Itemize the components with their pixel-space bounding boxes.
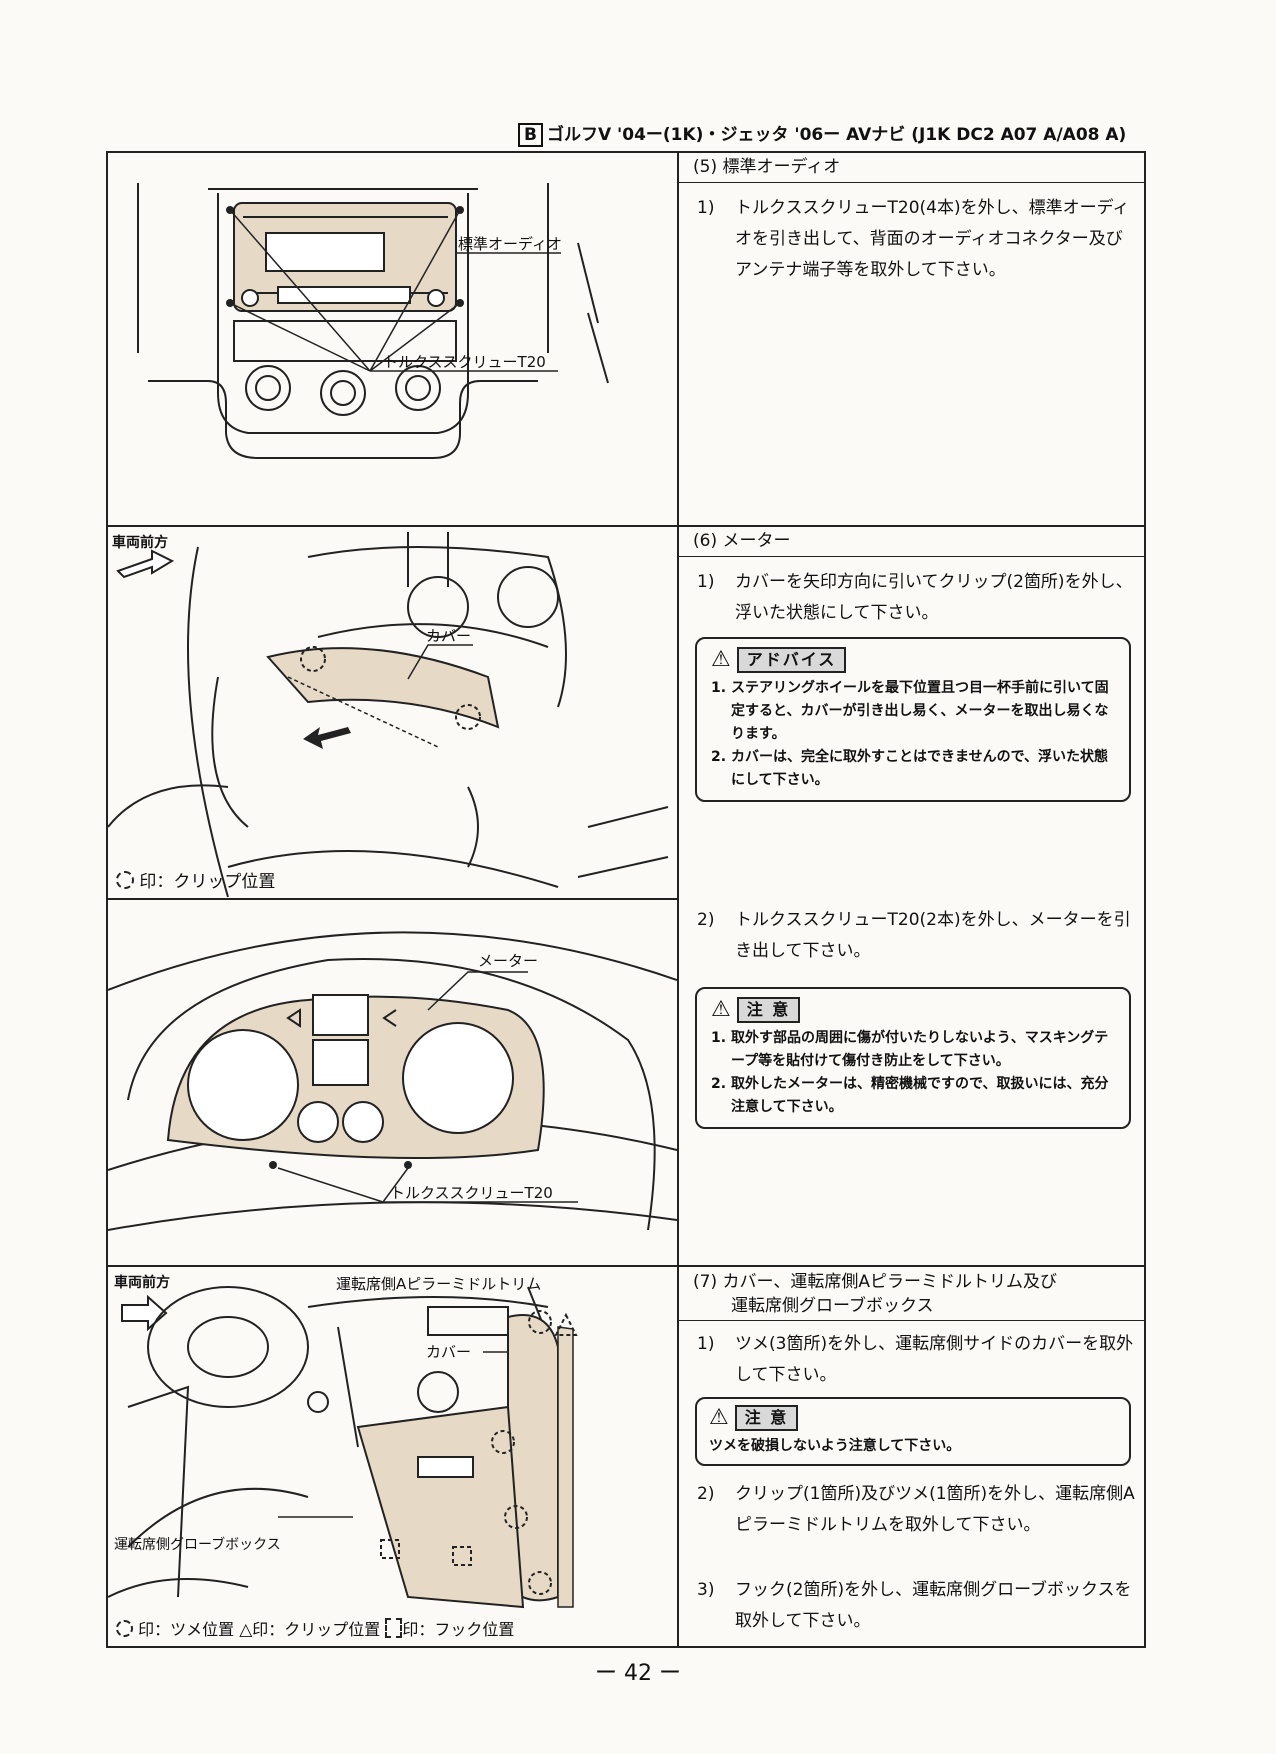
section7-step-2: 2) クリップ(1箇所)及びツメ(1箇所)を外し、運転席側Aピラーミドルトリムを… <box>697 1484 1135 1535</box>
dashed-circle-icon <box>116 871 134 889</box>
caution-label: 注 意 <box>736 997 801 1023</box>
label-side-cover: カバー <box>426 1343 471 1361</box>
section7-title: (7) カバー、運転席側Aピラーミドルトリム及び 運転席側グローブボックス <box>679 1267 1144 1321</box>
label-vehicle-front-2: 車両前方 <box>114 1274 170 1291</box>
instructions-section6: (6) メーター 1) カバーを矢印方向に引いてクリップ(2箇所)を外し、浮いた… <box>679 527 1144 1265</box>
dashed-triangle-icon: △ <box>239 1620 253 1640</box>
instructions-section7: (7) カバー、運転席側Aピラーミドルトリム及び 運転席側グローブボックス 1)… <box>679 1267 1144 1646</box>
warning-triangle-icon: ⚠ <box>711 647 731 672</box>
section5-title: (5) 標準オーディオ <box>679 153 1144 183</box>
row-section6: 車両前方 <box>108 527 1144 1267</box>
section6-step-1: 1) カバーを矢印方向に引いてクリップ(2箇所)を外し、浮いた状態にして下さい。 <box>697 572 1133 623</box>
figure-meter-cover: 車両前方 <box>108 527 679 900</box>
audio-illustration: 標準オーディオ トルクススクリューT20 <box>137 183 609 459</box>
front-arrow-icon <box>116 549 175 579</box>
section6-step-2: 2) トルクススクリューT20(2本)を外し、メーターを引き出して下さい。 <box>697 910 1131 961</box>
label-torx-screw: トルクススクリューT20 <box>383 353 546 371</box>
meter-cover-illustration: 車両前方 <box>108 532 669 898</box>
glovebox-illustration: 車両前方 運転席側Aピラーミドルトリム <box>108 1274 578 1609</box>
caution-box-claw: ⚠ 注 意 ツメを破損しないよう注意して下さい。 <box>695 1397 1131 1466</box>
label-standard-audio: 標準オーディオ <box>458 235 562 253</box>
label-glovebox: 運転席側グローブボックス <box>114 1536 281 1553</box>
section-tag: B <box>518 123 543 147</box>
label-pillar-trim: 運転席側Aピラーミドルトリム <box>336 1275 541 1293</box>
front-arrow-icon-2 <box>121 1294 168 1332</box>
section7-step-3: 3) フック(2箇所)を外し、運転席側グローブボックスを取外して下さい。 <box>697 1580 1132 1631</box>
figure-audio: 標準オーディオ トルクススクリューT20 <box>108 153 679 525</box>
glovebox-legend: 印：ツメ位置 △印：クリップ位置 印：フック位置 <box>116 1616 514 1640</box>
label-vehicle-front: 車両前方 <box>112 534 168 551</box>
section6-title: (6) メーター <box>679 527 1144 557</box>
page-number: ー 42 ー <box>595 1661 681 1686</box>
figure-meter: メーター トルクススクリューT20 <box>108 900 679 1267</box>
meter-illustration: メーター トルクススクリューT20 <box>108 931 677 1231</box>
clip-legend: 印：クリップ位置 <box>116 867 275 892</box>
advice-item-2: 2.カバーは、完全に取外すことはできませんので、浮いた状態にして下さい。 <box>711 749 1109 788</box>
label-torx-screw-meter: トルクススクリューT20 <box>390 1184 553 1202</box>
warning-triangle-icon: ⚠ <box>709 1405 729 1430</box>
row-section5: 標準オーディオ トルクススクリューT20 (5) 標準オーディオ 1) トルクス… <box>108 153 1144 527</box>
caution-label-2: 注 意 <box>734 1405 799 1431</box>
dashed-circle-icon <box>116 1620 133 1637</box>
advice-box: ⚠ アドバイス 1.ステアリングホイールを最下位置且つ目一杯手前に引いて固定する… <box>695 637 1131 802</box>
advice-item-1: 1.ステアリングホイールを最下位置且つ目一杯手前に引いて固定すると、カバーが引き… <box>711 680 1109 742</box>
caution-item-1: 1.取外す部品の周囲に傷が付いたりしないよう、マスキングテープ等を貼付けて傷付き… <box>711 1030 1109 1069</box>
section5-step-1: 1) トルクススクリューT20(4本)を外し、標準オーディオを引き出して、背面の… <box>697 198 1130 280</box>
section7-step-1: 1) ツメ(3箇所)を外し、運転席側サイドのカバーを取外して下さい。 <box>697 1334 1134 1385</box>
advice-label: アドバイス <box>736 647 847 673</box>
caution-text: ツメを破損しないよう注意して下さい。 <box>709 1438 961 1454</box>
label-meter: メーター <box>478 952 538 970</box>
pull-arrow-icon <box>303 727 351 749</box>
header-title: ゴルフV '04ー(1K)・ジェッタ '06ー AVナビ (J1K DC2 A0… <box>546 125 1127 145</box>
dashed-square-icon <box>385 1618 403 1638</box>
row-section7: 車両前方 運転席側Aピラーミドルトリム <box>108 1267 1144 1646</box>
caution-box-meter: ⚠ 注 意 1.取外す部品の周囲に傷が付いたりしないよう、マスキングテープ等を貼… <box>695 987 1131 1129</box>
caution-item-2: 2.取外したメーターは、精密機械ですので、取扱いには、充分注意して下さい。 <box>711 1076 1109 1115</box>
figure-glovebox: 車両前方 運転席側Aピラーミドルトリム <box>108 1267 679 1646</box>
label-cover: カバー <box>426 627 471 645</box>
instructions-section5: (5) 標準オーディオ 1) トルクススクリューT20(4本)を外し、標準オーデ… <box>679 153 1144 525</box>
warning-triangle-icon: ⚠ <box>711 997 731 1022</box>
procedure-table: 標準オーディオ トルクススクリューT20 (5) 標準オーディオ 1) トルクス… <box>106 151 1146 1648</box>
